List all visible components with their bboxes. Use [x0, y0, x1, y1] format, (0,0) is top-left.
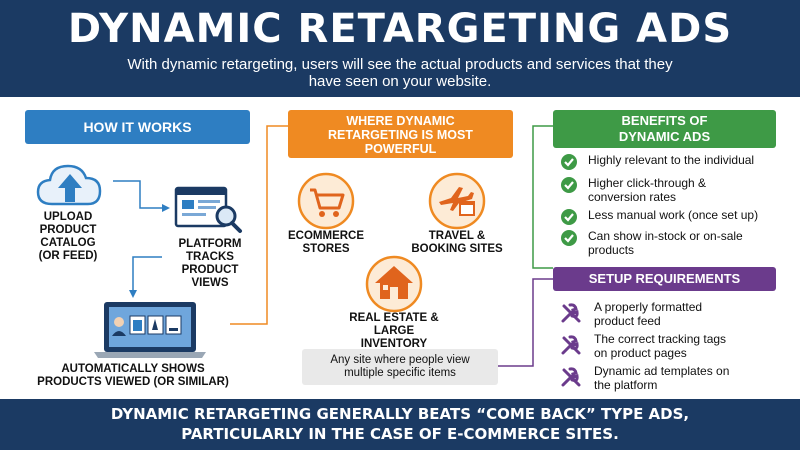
step-show-label: AUTOMATICALLY SHOWS PRODUCTS VIEWED (OR …: [37, 363, 229, 388]
where-ecommerce-label: ECOMMERCE STORES: [287, 230, 365, 255]
where-travel-label: TRAVEL & BOOKING SITES: [411, 230, 503, 255]
cloud-upload-icon: [36, 164, 102, 206]
benefit-item: Highly relevant to the individual: [560, 153, 790, 171]
where-realestate-label: REAL ESTATE & LARGE INVENTORY: [349, 312, 439, 350]
browser-magnifier-icon: [174, 186, 242, 233]
house-icon: [365, 255, 423, 313]
tools-icon: [561, 303, 581, 323]
page-subtitle: With dynamic retargeting, users will see…: [127, 56, 673, 90]
setup-requirements-header: SETUP REQUIREMENTS: [553, 267, 776, 291]
benefit-item: Higher click-through &conversion rates: [560, 176, 790, 206]
footer-line-1: DYNAMIC RETARGETING GENERALLY BEATS “COM…: [110, 405, 690, 423]
tools-icon: [561, 367, 581, 387]
step-track-label: PLATFORM TRACKS PRODUCT VIEWS: [178, 238, 242, 289]
page-title: DYNAMIC RETARGETING ADS: [67, 6, 733, 52]
any-site-note: Any site where people view multiple spec…: [302, 349, 498, 385]
footer-line-2: PARTICULARLY IN THE CASE OF E-COMMERCE S…: [181, 425, 619, 443]
how-it-works-header: HOW IT WORKS: [25, 110, 250, 144]
step-upload-label: UPLOAD PRODUCT CATALOG (OR FEED): [38, 211, 98, 262]
check-icon: [561, 230, 577, 246]
footer-banner: DYNAMIC RETARGETING GENERALLY BEATS “COM…: [0, 399, 800, 450]
check-icon: [561, 177, 577, 193]
laptop-products-icon: [94, 302, 206, 358]
benefits-header: BENEFITS OF DYNAMIC ADS: [553, 110, 776, 148]
header-banner: DYNAMIC RETARGETING ADS With dynamic ret…: [0, 0, 800, 97]
where-powerful-header: WHERE DYNAMIC RETARGETING IS MOST POWERF…: [288, 110, 513, 158]
benefit-item: Less manual work (once set up): [560, 208, 790, 226]
shopping-cart-icon: [297, 172, 355, 230]
tools-icon: [561, 335, 581, 355]
airplane-calendar-icon: [428, 172, 486, 230]
check-icon: [561, 154, 577, 170]
check-icon: [561, 209, 577, 225]
